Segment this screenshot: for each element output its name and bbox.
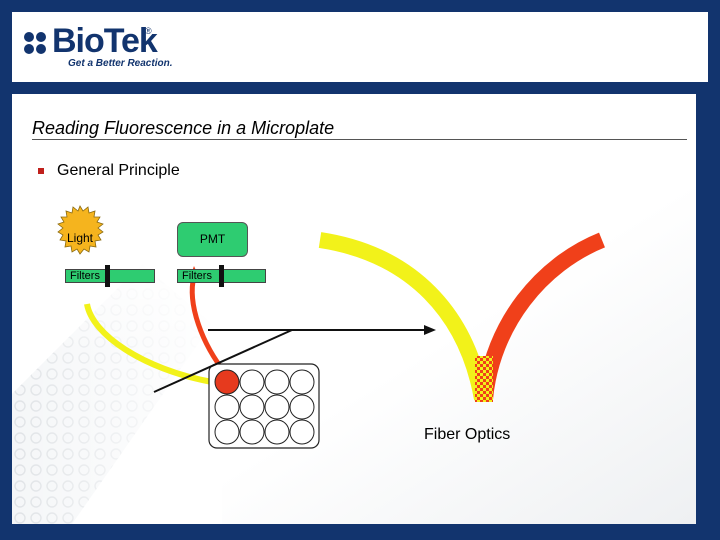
plate-well — [264, 369, 290, 395]
fiber-optic-merged — [475, 356, 493, 402]
brand-tagline: Get a Better Reaction. — [68, 58, 173, 69]
plate-well — [214, 419, 240, 445]
microplate-wells — [214, 369, 315, 445]
plate-well — [239, 419, 265, 445]
slide-title: Reading Fluorescence in a Microplate — [32, 118, 335, 138]
slide-panel: Reading Fluorescence in a Microplate Gen… — [12, 94, 696, 524]
fiber-optic-yellow — [318, 232, 490, 401]
fiber-optics-label: Fiber Optics — [424, 426, 511, 443]
plate-well — [264, 394, 290, 420]
plate-well — [214, 394, 240, 420]
fiber-optic-red — [477, 232, 606, 400]
plate-well — [289, 369, 315, 395]
title-underline — [32, 139, 687, 140]
biotek-logo-icon — [24, 32, 50, 58]
emission-light-path — [189, 275, 228, 376]
plate-well — [239, 369, 265, 395]
brand-name: BioTek — [52, 22, 158, 60]
fluorescence-diagram: Light — [57, 205, 606, 449]
pmt-detector-box: PMT — [177, 222, 248, 257]
highlighted-well — [214, 369, 240, 395]
excitation-filter: Filters — [65, 269, 155, 283]
plate-well — [264, 419, 290, 445]
bullet-square-icon — [38, 168, 44, 174]
light-label: Light — [67, 231, 94, 245]
emission-filter-handle — [219, 265, 224, 287]
plate-well — [239, 394, 265, 420]
excitation-filter-label: Filters — [70, 270, 100, 282]
registered-mark: ® — [145, 26, 152, 36]
bullet-general-principle: General Principle — [57, 162, 180, 179]
diagonal-beam-line — [153, 329, 293, 393]
light-source-icon — [57, 205, 104, 255]
horizontal-arrowhead — [424, 325, 436, 335]
slide-background — [12, 94, 696, 524]
emission-filter-label: Filters — [182, 270, 212, 282]
plate-well — [289, 419, 315, 445]
header-banner: BioTek ® Get a Better Reaction. — [12, 12, 708, 82]
excitation-filter-handle — [105, 265, 110, 287]
plate-well — [289, 394, 315, 420]
